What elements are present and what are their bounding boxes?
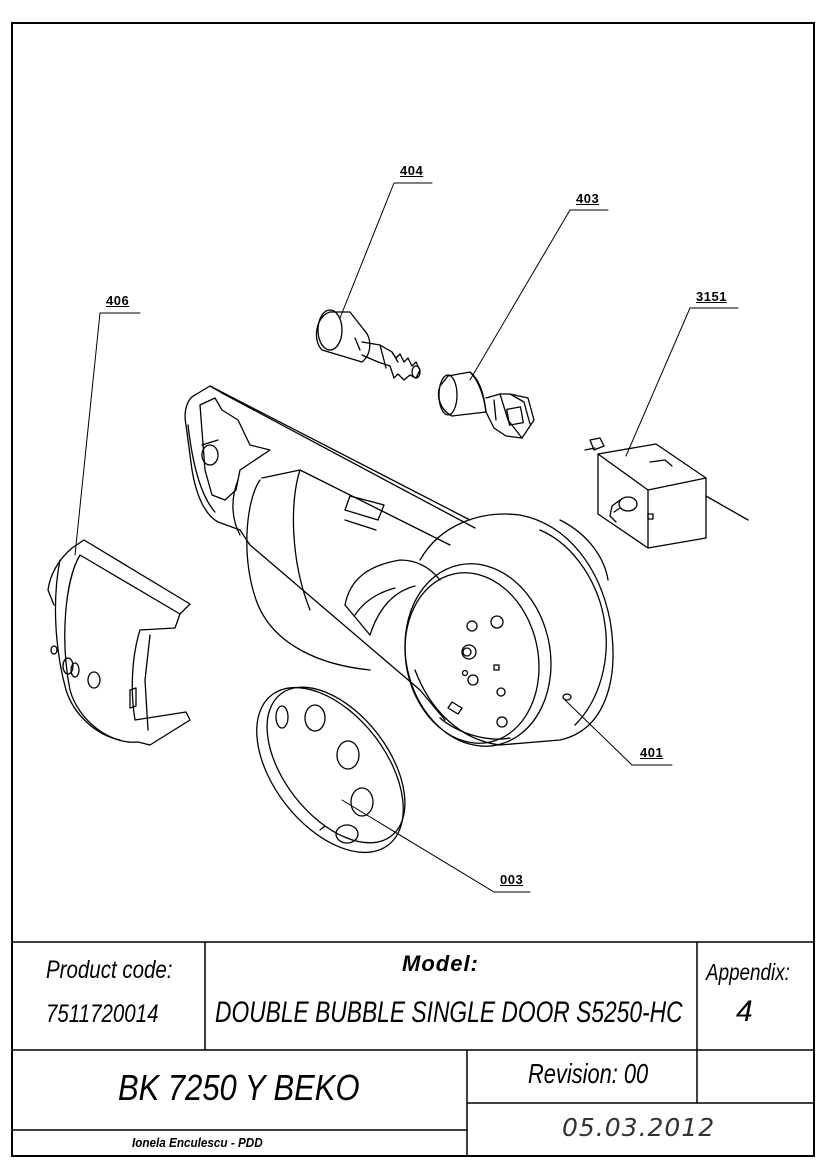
callout-404: 404 bbox=[400, 163, 424, 178]
revision-label: Revision: 00 bbox=[528, 1058, 649, 1089]
title-block-lines bbox=[11, 941, 815, 1157]
callout-3151: 3151 bbox=[696, 289, 727, 304]
drawing-sheet-border bbox=[11, 22, 815, 1157]
product-name: BK 7250 Y BEKO bbox=[118, 1067, 360, 1108]
callout-406: 406 bbox=[106, 293, 130, 308]
part-3151-switch bbox=[584, 437, 749, 549]
part-401-housing bbox=[184, 385, 614, 747]
appendix-label: Appendix: bbox=[706, 959, 790, 985]
model-label: Model: bbox=[402, 951, 479, 976]
model-value: DOUBLE BUBBLE SINGLE DOOR S5250-HC bbox=[215, 996, 683, 1029]
leader-lines bbox=[74, 182, 739, 893]
revision-date: 05.03.2012 bbox=[562, 1113, 716, 1142]
part-003-cover-disc bbox=[256, 686, 406, 854]
part-406-bracket bbox=[47, 539, 191, 746]
appendix-value: 4 bbox=[736, 995, 753, 1028]
author-name: Ionela Enculescu - PDD bbox=[132, 1135, 263, 1150]
callout-401: 401 bbox=[640, 745, 664, 760]
product-code-label: Product code: bbox=[46, 956, 173, 984]
product-code-value: 7511720014 bbox=[46, 1000, 159, 1028]
callout-403: 403 bbox=[576, 191, 600, 206]
part-404-bulb bbox=[315, 309, 421, 381]
callout-003: 003 bbox=[500, 872, 524, 887]
part-403-lamp-holder bbox=[437, 371, 535, 439]
